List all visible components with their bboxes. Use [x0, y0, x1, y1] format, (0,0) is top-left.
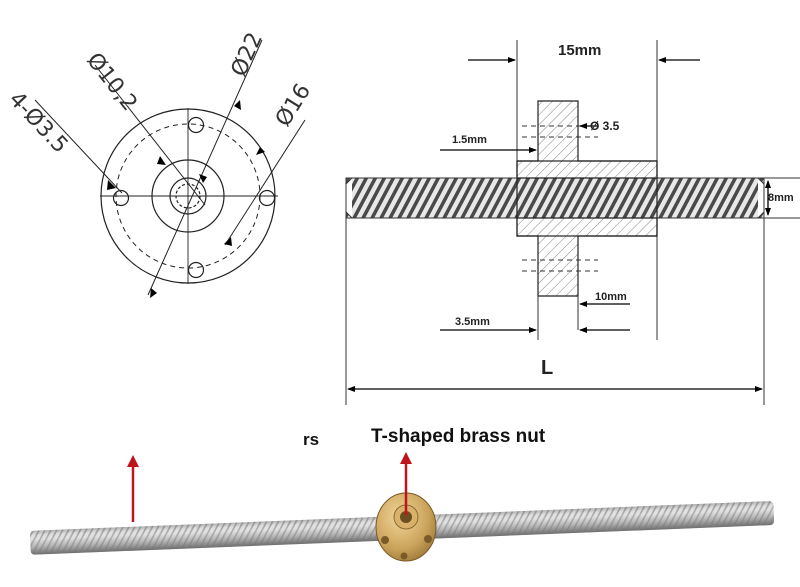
red-arrow-nut-head — [400, 452, 412, 464]
photo-partial-label: rs — [303, 430, 319, 449]
label-outer-dia: Ø22 — [227, 29, 268, 81]
rod-chamfer-left — [345, 177, 353, 219]
leader-pcd — [224, 119, 306, 246]
photo-nut-label: T-shaped brass nut — [371, 426, 546, 447]
arrow-head — [107, 180, 116, 190]
label-flange-offset: 3.5mm — [455, 316, 490, 328]
mount-hole-left — [112, 189, 130, 207]
photo-brass-nut — [375, 492, 437, 562]
arrow-head — [157, 156, 166, 165]
arrow-head — [150, 288, 157, 298]
leader-holes — [34, 99, 123, 194]
leader-outer — [147, 39, 263, 296]
threaded-rod — [345, 177, 765, 219]
red-arrow-screw-head — [127, 455, 139, 467]
product-photo — [30, 452, 775, 562]
label-pcd: Ø16 — [271, 80, 316, 132]
rod-chamfer-right — [757, 177, 765, 219]
label-hub-length: 10mm — [595, 291, 627, 303]
side-view — [345, 40, 800, 405]
label-length: L — [541, 357, 553, 379]
leader-inner — [94, 64, 206, 206]
arrow-head — [224, 237, 232, 246]
arrow-head — [234, 100, 241, 110]
arrow-head — [256, 147, 265, 155]
red-arrows — [127, 452, 412, 522]
mount-hole-top — [187, 116, 205, 134]
mount-hole-bottom — [187, 261, 205, 279]
label-hole-dia: Ø 3.5 — [590, 119, 620, 133]
label-inner-dia: Ø10,2 — [81, 48, 142, 116]
label-screw-dia: 8mm — [768, 192, 794, 204]
arrow-head — [199, 174, 207, 183]
label-flange-thickness: 1.5mm — [452, 134, 487, 146]
label-flange-width: 15mm — [558, 42, 601, 59]
mount-hole-right — [258, 189, 276, 207]
front-view — [34, 39, 306, 298]
label-holes: 4-Ø3.5 — [4, 87, 73, 158]
